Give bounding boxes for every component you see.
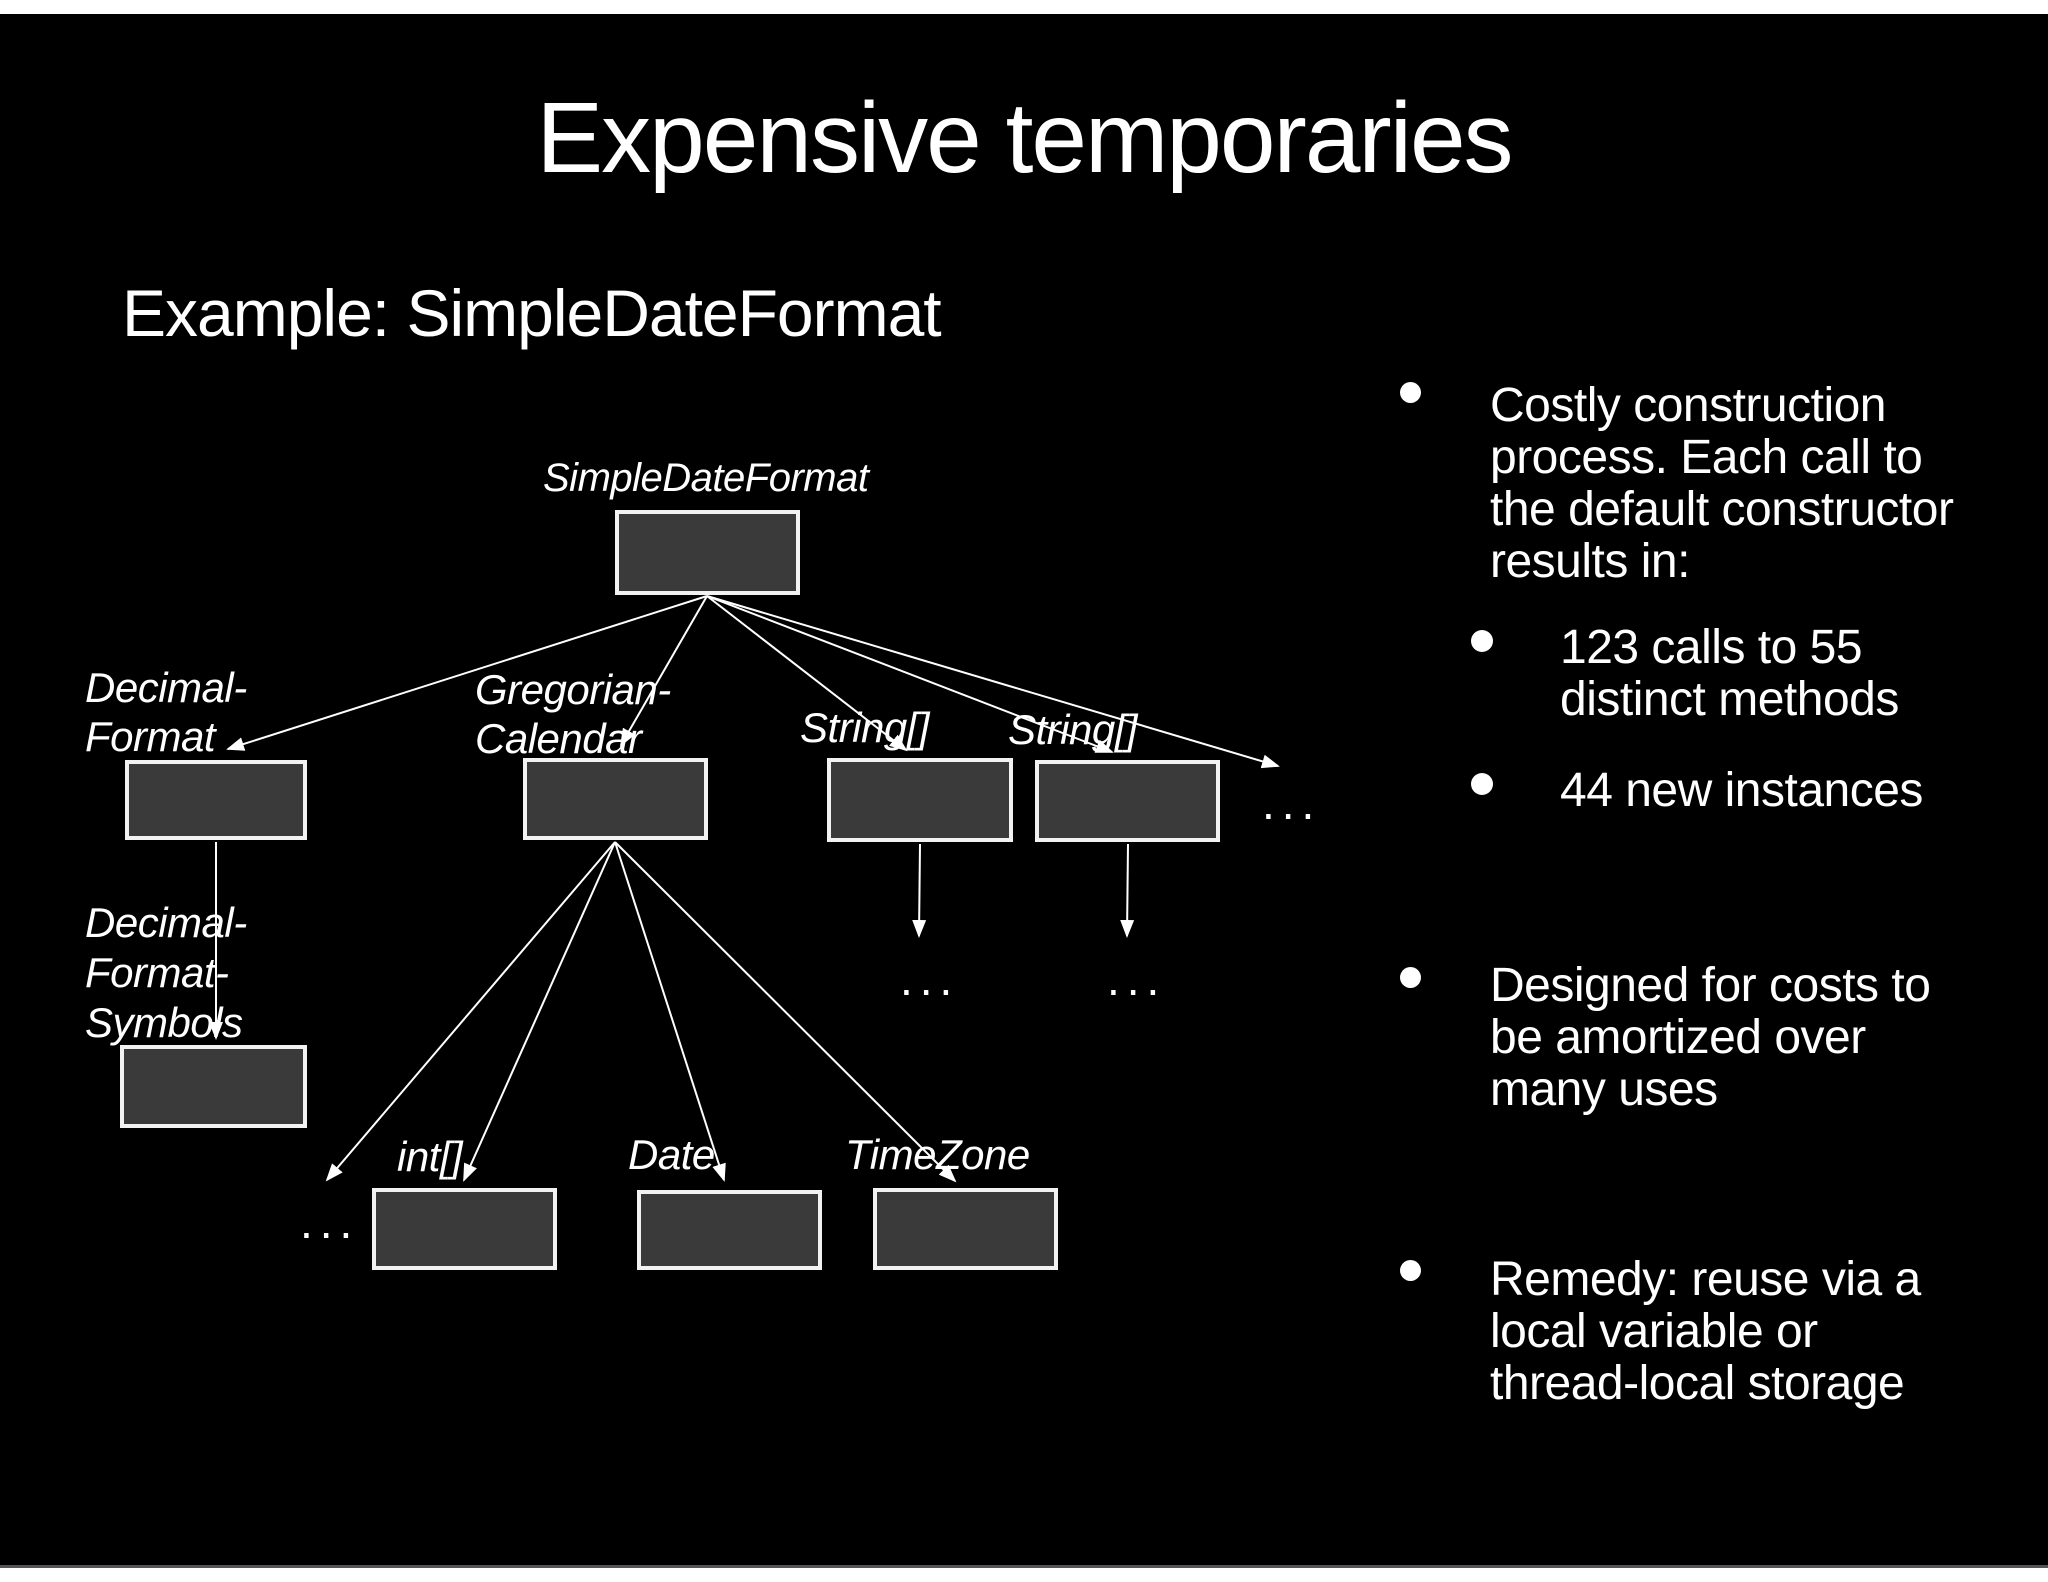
string-array-2-label: String[]	[1008, 706, 1138, 753]
string-array-1-box	[827, 758, 1013, 842]
ellipsis-under-string2: ...	[1107, 953, 1167, 1005]
string-array-1-label: String[]	[800, 704, 930, 751]
bullet-dot	[1400, 967, 1421, 988]
bottom-edge-bar	[0, 1565, 2048, 1582]
string-array-2-box	[1035, 760, 1220, 842]
slide-subtitle: Example: SimpleDateFormat	[122, 276, 942, 350]
int-array-label: int[]	[397, 1133, 463, 1180]
bullet-dot	[1400, 1260, 1421, 1281]
gregoriancalendar-label: Gregorian- Calendar	[475, 666, 671, 762]
bullet-costly-construction: Costly construction process. Each call t…	[1490, 379, 1954, 588]
simpledateformat-label: SimpleDateFormat	[543, 456, 869, 500]
date-label: Date	[628, 1131, 715, 1178]
ellipsis-gregorian-child: ...	[300, 1196, 360, 1248]
date-box	[637, 1190, 822, 1270]
top-edge-bar	[0, 0, 2048, 14]
decimalformatsymbols-label: Decimal- Format- Symbols	[85, 899, 247, 1046]
sub-bullet-44-instances: 44 new instances	[1560, 764, 1923, 817]
sub-bullet-123-calls: 123 calls to 55 distinct methods	[1560, 621, 1899, 726]
simpledateformat-box	[615, 510, 800, 595]
ellipsis-under-string1: ...	[900, 953, 960, 1005]
timezone-box	[873, 1188, 1058, 1270]
decimalformat-label: Decimal- Format	[85, 664, 247, 760]
sub-bullet-dot	[1471, 630, 1493, 652]
slide-title: Expensive temporaries	[536, 82, 1513, 194]
sub-bullet-dot	[1471, 773, 1493, 795]
timezone-label: TimeZone	[845, 1131, 1030, 1178]
decimalformatsymbols-box	[120, 1045, 307, 1128]
bullet-remedy: Remedy: reuse via a local variable or th…	[1490, 1253, 1921, 1410]
gregoriancalendar-box	[523, 758, 708, 840]
ellipsis-more-children: ...	[1262, 777, 1322, 829]
int-array-box	[372, 1188, 557, 1270]
bullet-dot	[1400, 382, 1421, 403]
bullet-amortized: Designed for costs to be amortized over …	[1490, 959, 1931, 1116]
decimalformat-box	[125, 760, 307, 840]
